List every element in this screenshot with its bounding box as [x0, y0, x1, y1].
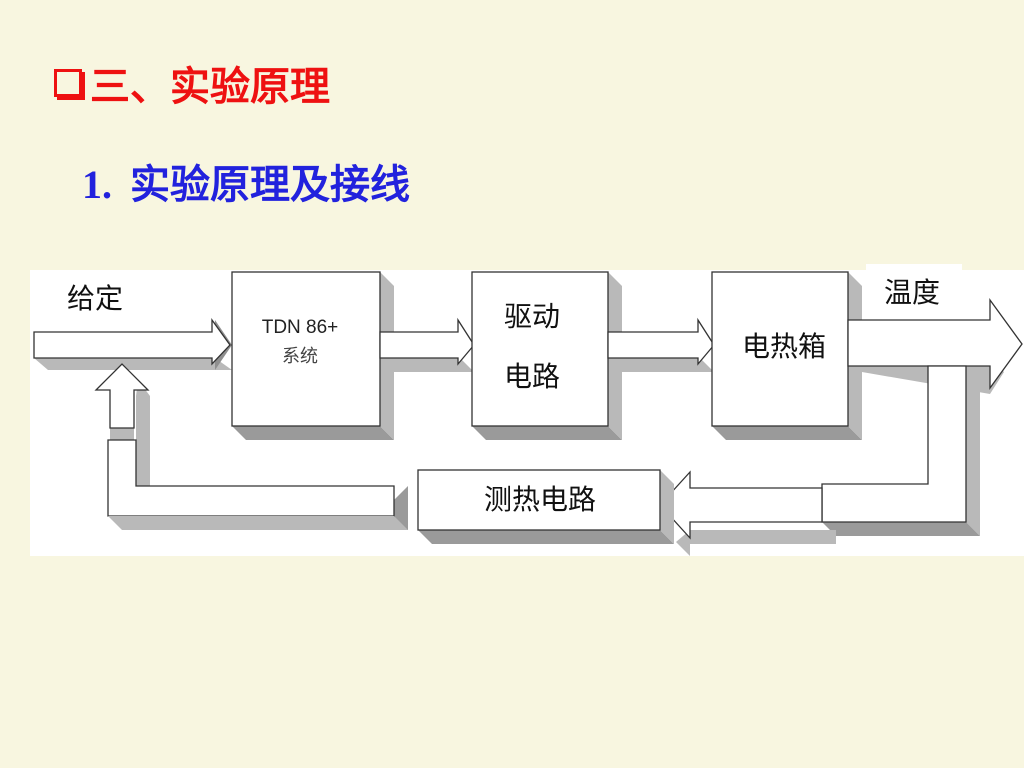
subsection-number: 1. [82, 162, 112, 207]
sensor-label: 测热电路 [484, 483, 596, 516]
setpoint-label-bg [44, 280, 144, 320]
driver-label-line2: 电路 [504, 360, 560, 393]
feedback-down-path [821, 365, 980, 536]
driver-to-oven-arrow [607, 317, 715, 372]
setpoint-label: 给定 [67, 282, 123, 315]
setpoint-arrow [33, 317, 232, 370]
sensor-block: 测热电路 [417, 469, 674, 544]
controller-label-line1: TDN 86+ [262, 317, 339, 338]
section-heading-text: 三、实验原理 [90, 64, 330, 110]
subsection-heading: 1. 实验原理及接线 [82, 152, 410, 210]
feedback-left-arrow [659, 470, 836, 556]
temperature-label-bg [866, 264, 962, 310]
temperature-label: 温度 [884, 276, 940, 309]
controller-to-driver-arrow [379, 317, 475, 372]
driver-label-line1: 驱动 [504, 300, 560, 333]
subsection-heading-text: 实验原理及接线 [130, 162, 410, 208]
feedback-return-path [107, 439, 408, 530]
feedback-up-arrow [94, 363, 150, 440]
controller-block: TDN 86+ 系统 [231, 271, 394, 440]
oven-block: 电热箱 [711, 271, 862, 440]
checkbox-bullet-icon [54, 69, 82, 97]
oven-label: 电热箱 [742, 330, 826, 363]
driver-block: 驱动 电路 [471, 271, 622, 440]
section-heading: 三、实验原理 [54, 54, 330, 112]
controller-label-line2: 系统 [282, 346, 318, 367]
